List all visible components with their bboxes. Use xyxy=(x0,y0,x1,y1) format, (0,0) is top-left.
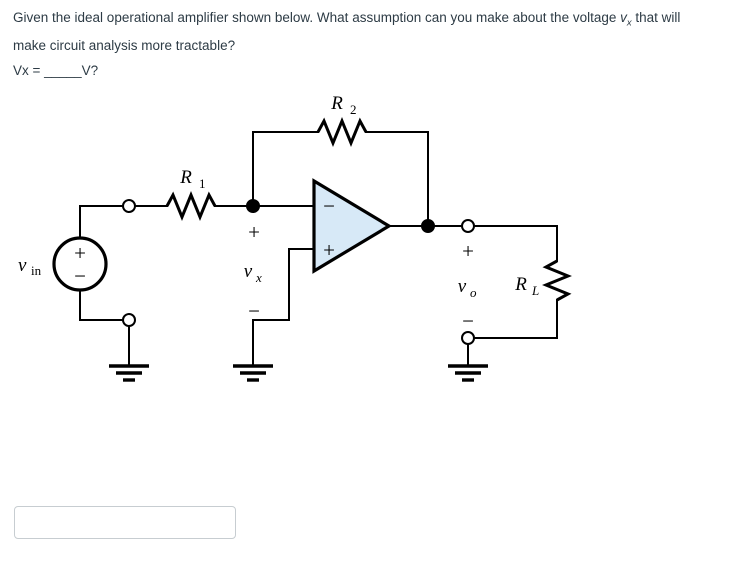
answer-prompt: Vx = _____V? xyxy=(13,63,99,78)
terminal-source-bottom xyxy=(122,313,136,327)
label-vo-sub: o xyxy=(470,285,477,300)
resistor-r1: R 1 xyxy=(134,167,254,221)
question-text: Given the ideal operational amplifier sh… xyxy=(13,7,713,57)
rl-zigzag xyxy=(542,259,572,302)
label-vin-var: v xyxy=(18,255,27,276)
label-rl-sub: L xyxy=(531,283,539,298)
label-vx-group: + v x − xyxy=(244,220,262,323)
label-rl-var: R xyxy=(514,274,527,295)
terminal-source-top xyxy=(122,199,136,213)
r1-zigzag xyxy=(165,191,217,221)
label-r2-var: R xyxy=(330,93,343,114)
circuit-diagram: + − v in R 1 xyxy=(0,85,620,405)
question-voltage-subscript: x xyxy=(626,17,632,29)
question-text-part1: Given the ideal operational amplifier sh… xyxy=(13,10,621,25)
source-plus-sign: + xyxy=(74,241,86,265)
r2-zigzag xyxy=(316,117,368,147)
label-vx-sub: x xyxy=(255,270,262,285)
circuit-svg: + − v in R 1 xyxy=(18,93,572,382)
label-vo-minus: − xyxy=(462,309,474,333)
wire-output-to-rl-top xyxy=(473,225,558,262)
terminal-output-bottom xyxy=(461,331,475,345)
wire-rl-to-output-bottom xyxy=(473,299,558,339)
answer-input[interactable] xyxy=(14,506,236,539)
resistor-rl: R L xyxy=(514,259,572,302)
ground-output xyxy=(448,343,488,382)
opamp-triangle xyxy=(312,178,393,274)
wire-noninverting-to-ground xyxy=(252,248,315,367)
label-vo-group: + v o − xyxy=(458,239,477,333)
label-vx-var: v xyxy=(244,261,253,282)
voltage-source-vin: + − xyxy=(52,205,130,321)
opamp-inverting-sign: − xyxy=(323,194,335,218)
label-vo-plus: + xyxy=(462,239,474,263)
opamp-noninverting-sign: + xyxy=(323,238,335,262)
label-r1-var: R xyxy=(179,167,192,188)
ground-source xyxy=(109,325,149,382)
label-r1-sub: 1 xyxy=(199,176,206,191)
question-text-part2: that will make circuit analysis more tra… xyxy=(13,10,681,53)
label-vx-plus: + xyxy=(248,220,260,244)
label-vx-minus: − xyxy=(248,299,260,323)
r2-left-lead xyxy=(252,131,319,207)
ground-vx xyxy=(233,364,273,382)
opamp: − + xyxy=(312,178,429,274)
label-vin-sub: in xyxy=(31,263,42,278)
label-r2-sub: 2 xyxy=(350,102,357,117)
question-block: Given the ideal operational amplifier sh… xyxy=(13,7,713,57)
r2-right-lead xyxy=(365,131,429,227)
terminal-output-top xyxy=(461,219,475,233)
label-vin: v in xyxy=(18,255,42,278)
resistor-r2: R 2 xyxy=(252,93,429,227)
question-voltage-variable: v xyxy=(620,10,627,25)
source-minus-sign: − xyxy=(74,264,86,288)
source-top-lead xyxy=(79,205,130,239)
label-vo-var: v xyxy=(458,276,467,297)
source-bottom-lead xyxy=(79,289,130,321)
